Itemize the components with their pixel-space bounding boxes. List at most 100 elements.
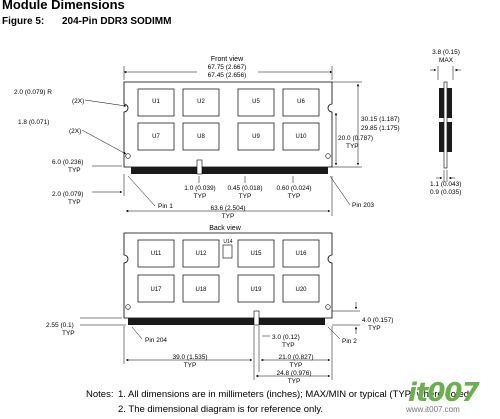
chip-label: U19	[250, 287, 262, 293]
chip-label: U8	[197, 134, 205, 140]
right-span-label: 21.0 (0.827)	[278, 354, 313, 361]
notch-width-label: 1.0 (0.039)	[184, 185, 215, 192]
pin2-leader	[327, 326, 341, 340]
chip-label: U2	[197, 99, 205, 105]
watermark-logo: it007	[408, 378, 480, 408]
note-item: 2. The dimensional diagram is for refere…	[118, 404, 324, 415]
chip	[137, 239, 175, 268]
front-width-max: 67.75 (2.667)	[208, 64, 247, 71]
total-span-typ: TYP	[288, 378, 301, 385]
chip-label: U15	[250, 251, 262, 257]
side-chip	[439, 122, 444, 152]
pcb-min: 0.9 (0.035)	[430, 189, 461, 196]
span-typ: TYP	[222, 213, 235, 220]
side-view: 3.8 (0.15) MAX 1.1 (0.043) 0.9 (0.035)	[430, 49, 461, 196]
inner-height-typ: TYP	[346, 143, 359, 150]
notch-width-typ: TYP	[194, 193, 207, 200]
page-title: Module Dimensions	[2, 0, 125, 12]
chip	[137, 122, 175, 151]
key-width-typ: TYP	[282, 342, 295, 349]
chip	[182, 122, 220, 151]
figure-label: Figure 5:	[2, 16, 45, 27]
mounting-hole-right	[325, 153, 331, 159]
back-board-outline	[123, 232, 333, 319]
side-chip	[447, 88, 452, 118]
chip	[282, 239, 320, 268]
key-height-typ: TYP	[368, 325, 381, 332]
radius-label: 2.0 (0.079) R	[14, 89, 52, 96]
hole-height-label: 6.0 (0.236)	[52, 159, 83, 166]
edge-margin-label: 2.0 (0.079)	[52, 191, 83, 198]
edge-pins-left	[131, 167, 197, 174]
back-mounting-hole-right	[325, 304, 331, 310]
chip	[182, 274, 220, 303]
chip	[182, 239, 220, 268]
right-span-typ: TYP	[290, 362, 303, 369]
chip	[282, 274, 320, 303]
inner-height-label: 20.0 (0.787)	[338, 135, 373, 142]
chip-label: U12	[195, 251, 207, 257]
pcb-max: 1.1 (0.043)	[430, 181, 461, 188]
hole-count: (2X)	[69, 128, 81, 135]
chip	[237, 239, 275, 268]
back-mounting-hole-left	[125, 304, 131, 310]
edge-height-typ: TYP	[62, 330, 75, 337]
pin1-leader	[127, 175, 156, 207]
side-pcb	[443, 81, 448, 169]
key-width-label: 3.0 (0.12)	[272, 334, 300, 341]
watermark-url: www.it007.com	[406, 405, 460, 414]
hole-height-typ: TYP	[68, 167, 81, 174]
chip-label: U5	[252, 99, 260, 105]
left-span-label: 39.0 (1.535)	[172, 354, 207, 361]
total-span-label: 24.8 (0.976)	[276, 370, 311, 377]
pin203-leader	[329, 175, 351, 206]
pin204-leader	[131, 326, 143, 340]
back-edge-pins-left	[128, 318, 254, 325]
side-chip	[447, 122, 452, 152]
pin-2-label: Pin 2	[342, 338, 357, 345]
chip	[237, 274, 275, 303]
pin-width-typ: TYP	[239, 193, 252, 200]
pin-pitch-typ: TYP	[288, 193, 301, 200]
spd-chip	[222, 244, 233, 259]
figure-title: 204-Pin DDR3 SODIMM	[62, 16, 172, 27]
chip-label: U11	[151, 251, 162, 257]
thickness-max: MAX	[439, 57, 454, 64]
notes-label: Notes:	[86, 389, 114, 400]
span-label: 63.6 (2.504)	[210, 205, 245, 212]
pin-pitch-label: 0.60 (0.024)	[276, 185, 311, 192]
chip-label: U20	[295, 287, 307, 293]
note-item: 1. All dimensions are in millimeters (in…	[118, 389, 472, 400]
key-notch	[196, 159, 203, 175]
key-height-label: 4.0 (0.157)	[362, 317, 393, 324]
back-key-notch	[253, 310, 260, 326]
chip-label: U17	[150, 287, 162, 293]
chip-label: U7	[152, 134, 160, 140]
edge-height-label: 2.55 (0.1)	[46, 322, 74, 329]
hole-label: 1.8 (0.071)	[18, 119, 49, 126]
back-view: Back view U11 U12 U15 U16 U14 U17 U18 U1…	[46, 225, 393, 385]
chip-label: U10	[295, 134, 307, 140]
chip-label: U18	[195, 287, 207, 293]
mounting-hole-left	[125, 153, 131, 159]
chip-label: U9	[252, 134, 260, 140]
back-view-title: Back view	[209, 225, 241, 232]
left-span-typ: TYP	[184, 362, 197, 369]
pin-1-label: Pin 1	[158, 203, 173, 210]
height-max: 30.15 (1.187)	[361, 116, 400, 123]
chip-label: U1	[152, 99, 160, 105]
chip	[137, 274, 175, 303]
chip	[237, 122, 275, 151]
side-chip	[439, 88, 444, 118]
radius-count: (2X)	[72, 98, 84, 105]
pin-203-label: Pin 203	[352, 202, 374, 209]
chip	[237, 88, 275, 117]
front-view: Front view 67.75 (2.667) 67.45 (2.656) U…	[14, 56, 400, 220]
pin-204-label: Pin 204	[145, 337, 167, 344]
chip	[282, 122, 320, 151]
pin-width-label: 0.45 (0.018)	[227, 185, 262, 192]
front-width-min: 67.45 (2.656)	[208, 72, 247, 79]
edge-pins-right	[202, 167, 328, 174]
height-min: 29.85 (1.175)	[361, 125, 400, 132]
back-edge-pins-right	[259, 318, 325, 325]
